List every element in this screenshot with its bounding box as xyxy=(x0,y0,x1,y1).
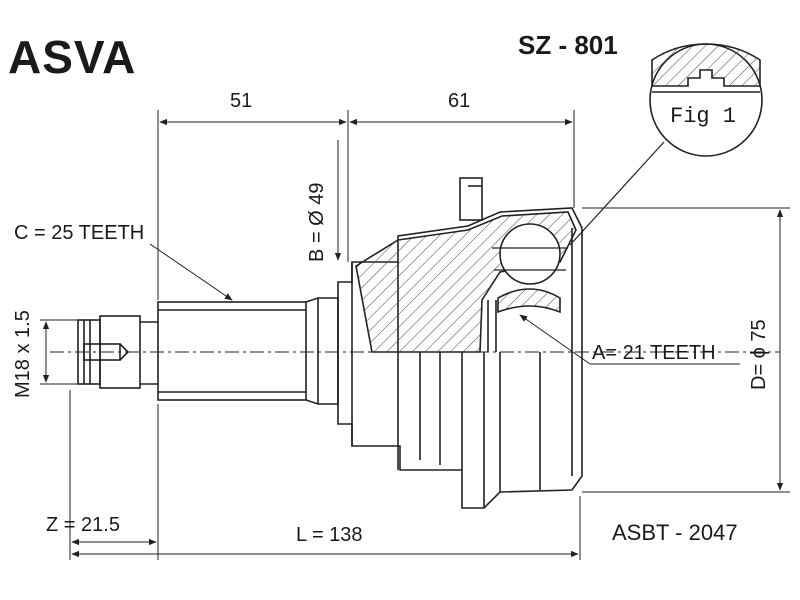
fig-detail xyxy=(569,43,763,246)
dim-z-length: Z = 21.5 xyxy=(46,514,120,536)
joint-housing xyxy=(337,177,583,509)
figure-label: Fig 1 xyxy=(670,104,737,129)
part-number: SZ - 801 xyxy=(518,30,618,60)
spline-shaft xyxy=(140,297,339,405)
dim-outer-spline: C = 25 TEETH xyxy=(14,222,145,244)
thread-end xyxy=(77,315,141,389)
catalog-code: ASBT - 2047 xyxy=(612,520,738,545)
dim-outer-diameter: D= ϕ 75 xyxy=(748,319,770,390)
dim-top-right: 61 xyxy=(448,90,471,112)
leader-inner-spline xyxy=(519,314,591,365)
dim-thread: M18 x 1.5 xyxy=(12,310,34,398)
dim-top-left: 51 xyxy=(230,90,253,112)
dim-bore: B = Ø 49 xyxy=(306,182,328,263)
leader-outer-spline xyxy=(149,243,233,301)
dim-total-length: L = 138 xyxy=(296,524,363,546)
dim-inner-spline: A= 21 TEETH xyxy=(592,342,716,364)
brand-logo: ASVA xyxy=(8,31,137,83)
